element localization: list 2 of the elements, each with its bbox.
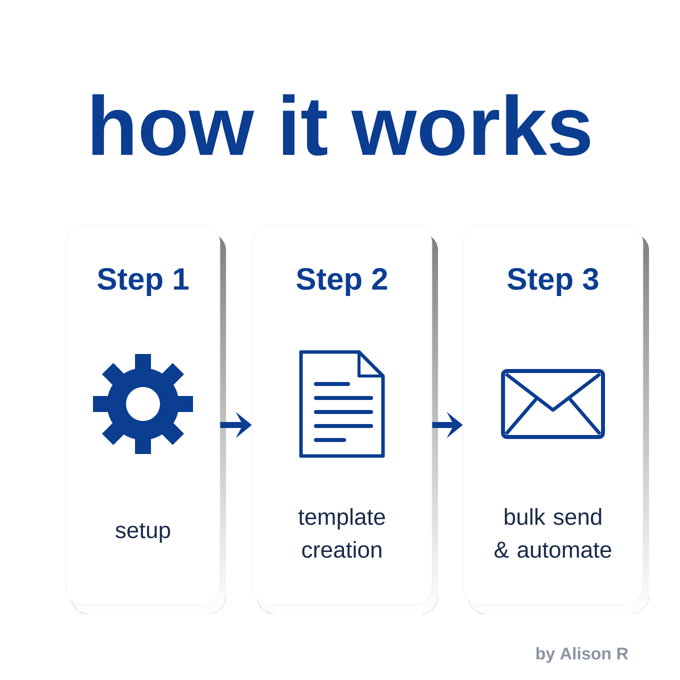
- author-credit: by Alison R: [536, 647, 628, 663]
- title: how it works: [92, 94, 590, 156]
